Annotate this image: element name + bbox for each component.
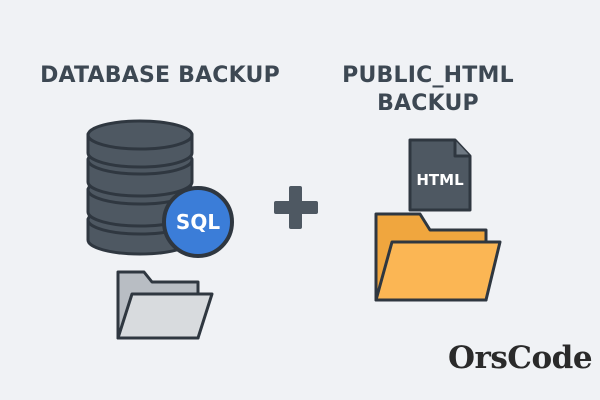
html-file-icon: HTML xyxy=(408,138,472,212)
html-label: HTML xyxy=(416,171,464,189)
public-html-backup-title: PUBLIC_HTML BACKUP xyxy=(312,62,544,118)
orange-folder-icon xyxy=(374,212,502,302)
database-backup-title: DATABASE BACKUP xyxy=(40,63,280,88)
public-html-title-line2: BACKUP xyxy=(377,91,479,116)
plus-icon xyxy=(274,186,318,229)
public-html-title-line1: PUBLIC_HTML xyxy=(342,63,514,88)
orscode-logo: OrsCode xyxy=(448,340,593,376)
sql-badge-icon: SQL xyxy=(162,186,234,258)
sql-label: SQL xyxy=(176,210,220,234)
gray-folder-icon xyxy=(116,270,214,340)
